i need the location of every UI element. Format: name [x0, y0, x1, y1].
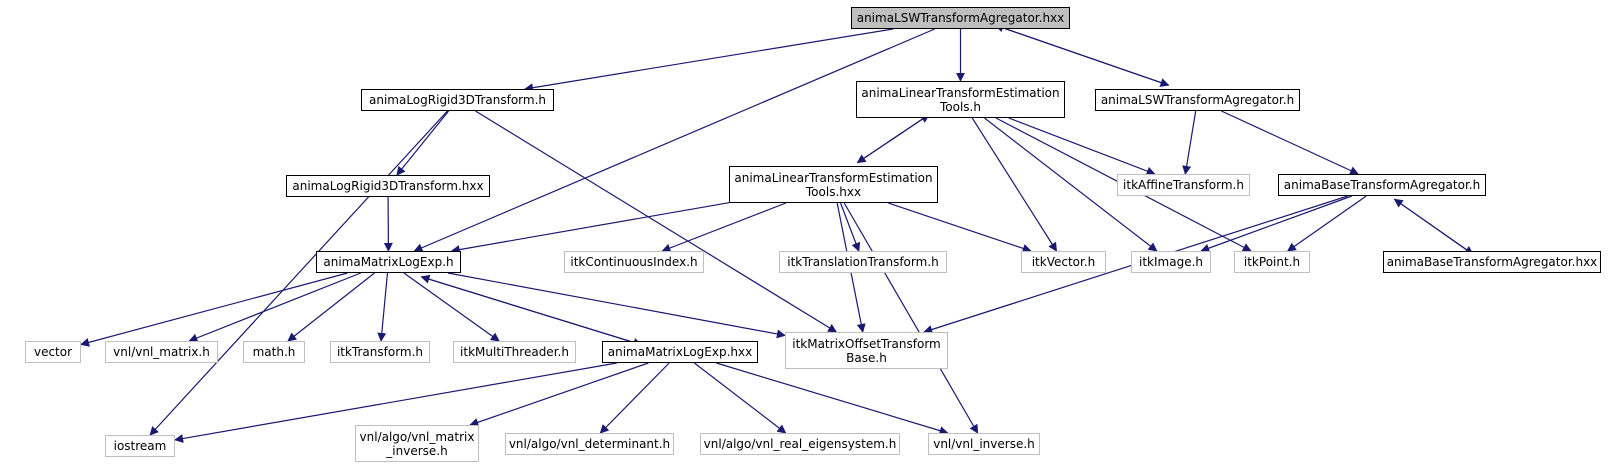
node-label: itkPoint.h — [1243, 255, 1301, 269]
node-lsw-transform-agregator-hxx[interactable]: animaLSWTransformAgregator.hxx — [851, 7, 1070, 29]
node-label: itkContinuousIndex.h — [570, 255, 698, 269]
edge-linest_hxx-to-translation — [839, 202, 861, 252]
edge-matlog_hxx-to-determinant — [599, 362, 670, 434]
node-vnl-matrix-inverse-h[interactable]: vnl/algo/vnl_matrix _inverse.h — [355, 425, 479, 462]
node-label: vnl/algo/vnl_real_eigensystem.h — [703, 437, 897, 451]
node-label: animaLogRigid3DTransform.h — [369, 93, 546, 107]
node-matrix-log-exp-h[interactable]: animaMatrixLogExp.h — [316, 251, 461, 273]
edge-basetr_h-to-itkimage — [1200, 195, 1353, 253]
node-label: animaBaseTransformAgregator.h — [1283, 178, 1481, 192]
edge-basetr_hxx-to-basetr_h — [1393, 198, 1474, 255]
edge-matlog_h-to-offset — [447, 272, 786, 339]
node-base-transform-agregator-h[interactable]: animaBaseTransformAgregator.h — [1278, 174, 1486, 196]
edge-matlog_hxx-to-iostream — [174, 362, 617, 443]
node-label: animaLinearTransformEstimation Tools.h — [861, 85, 1060, 114]
edge-linest_hxx-to-contidx — [661, 202, 787, 253]
node-vnl-matrix-h[interactable]: vnl/vnl_matrix.h — [105, 341, 218, 363]
node-linear-transform-estimation-tools-h[interactable]: animaLinearTransformEstimation Tools.h — [856, 81, 1065, 118]
edge-matlog_hxx-to-eigensys — [693, 362, 787, 434]
edge-linest_hxx-to-vnlinverse — [843, 202, 979, 434]
node-itk-vector-h[interactable]: itkVector.h — [1021, 251, 1106, 273]
node-matrix-log-exp-hxx[interactable]: animaMatrixLogExp.hxx — [602, 341, 758, 363]
edge-lsw_hxx-to-logrigid_h — [524, 28, 894, 93]
node-linear-transform-estimation-tools-hxx[interactable]: animaLinearTransformEstimation Tools.hxx — [729, 166, 938, 203]
node-label: animaLSWTransformAgregator.h — [1100, 93, 1295, 107]
node-vector[interactable]: vector — [25, 341, 81, 363]
edge-matlog_hxx-to-matlog_h — [420, 274, 642, 346]
node-label: animaLSWTransformAgregator.hxx — [856, 11, 1065, 25]
node-label: itkMultiThreader.h — [460, 345, 569, 359]
node-log-rigid-3d-transform-h[interactable]: animaLogRigid3DTransform.h — [361, 89, 554, 111]
edge-lsw_h-to-basetr_h — [1221, 110, 1359, 175]
node-itk-multi-threader-h[interactable]: itkMultiThreader.h — [453, 341, 576, 363]
edge-lsw_hxx-to-matlog_h — [413, 28, 935, 252]
node-label: vnl/algo/vnl_determinant.h — [508, 437, 671, 451]
node-vnl-determinant-h[interactable]: vnl/algo/vnl_determinant.h — [505, 433, 674, 455]
node-lsw-transform-agregator-h[interactable]: animaLSWTransformAgregator.h — [1095, 89, 1300, 111]
node-label: itkTransform.h — [336, 345, 424, 359]
node-itk-transform-h[interactable]: itkTransform.h — [330, 341, 430, 363]
node-label: animaLogRigid3DTransform.hxx — [292, 179, 484, 193]
edge-basetr_h-to-itkpoint — [1286, 195, 1367, 252]
edge-matlog_hxx-to-vnlinverse — [716, 362, 949, 435]
node-label: itkAffineTransform.h — [1123, 178, 1244, 192]
node-itk-continuous-index-h[interactable]: itkContinuousIndex.h — [564, 251, 704, 273]
node-itk-affine-transform-h[interactable]: itkAffineTransform.h — [1117, 174, 1250, 196]
edge-logrigid_h-to-logrigid_hxx — [396, 110, 450, 176]
node-base-transform-agregator-hxx[interactable]: animaBaseTransformAgregator.hxx — [1383, 251, 1601, 273]
edge-matlog_h-to-math — [287, 272, 375, 342]
edge-matlog_h-to-vnlmatrix — [188, 272, 361, 343]
node-label: animaBaseTransformAgregator.hxx — [1386, 255, 1598, 269]
edge-linest_hxx-to-linest_h — [857, 114, 930, 164]
node-math-h[interactable]: math.h — [243, 341, 305, 363]
edge-logrigid_h-to-iostream — [149, 110, 448, 436]
node-label: vector — [33, 345, 73, 359]
node-log-rigid-3d-transform-hxx[interactable]: animaLogRigid3DTransform.hxx — [286, 175, 490, 197]
edge-logrigid_h-to-offset — [475, 110, 838, 333]
edge-linest_hxx-to-itkvector — [888, 202, 1032, 253]
node-label: vnl/vnl_matrix.h — [113, 345, 210, 359]
edge-linest_h-to-itkvector — [971, 117, 1058, 252]
node-label: itkMatrixOffsetTransform Base.h — [792, 336, 941, 365]
node-label: animaMatrixLogExp.hxx — [607, 345, 753, 359]
edge-linest_hxx-to-matlog_h — [450, 202, 730, 255]
node-iostream[interactable]: iostream — [105, 435, 175, 457]
edge-linest_h-to-affine — [1008, 117, 1156, 176]
node-label: animaMatrixLogExp.h — [323, 255, 454, 269]
edge-matlog_h-to-vector — [80, 272, 348, 347]
node-vnl-real-eigensystem-h[interactable]: vnl/algo/vnl_real_eigensystem.h — [700, 433, 900, 455]
node-label: math.h — [252, 345, 296, 359]
edge-lsw_h-to-affine — [1182, 110, 1197, 175]
node-itk-matrix-offset-transform-base-h[interactable]: itkMatrixOffsetTransform Base.h — [785, 332, 948, 369]
edge-lsw_h-to-lsw_hxx — [994, 23, 1169, 86]
edge-linest_h-to-itkimage — [984, 117, 1158, 252]
node-label: vnl/vnl_inverse.h — [933, 437, 1035, 451]
node-vnl-inverse-h[interactable]: vnl/vnl_inverse.h — [928, 433, 1040, 455]
node-label: animaLinearTransformEstimation Tools.hxx — [734, 170, 933, 199]
node-itk-point-h[interactable]: itkPoint.h — [1234, 251, 1310, 273]
edge-matlog_h-to-multithreader — [403, 272, 500, 342]
node-itk-translation-transform-h[interactable]: itkTranslationTransform.h — [779, 251, 947, 273]
node-label: iostream — [113, 439, 167, 453]
node-label: itkTranslationTransform.h — [787, 255, 939, 269]
node-label: vnl/algo/vnl_matrix _inverse.h — [359, 429, 475, 458]
node-itk-image-h[interactable]: itkImage.h — [1131, 251, 1211, 273]
node-label: itkVector.h — [1031, 255, 1096, 269]
edge-matlog_h-to-itktransform — [377, 272, 389, 342]
edge-matlog_hxx-to-matinv — [469, 362, 649, 427]
node-label: itkImage.h — [1139, 255, 1203, 269]
